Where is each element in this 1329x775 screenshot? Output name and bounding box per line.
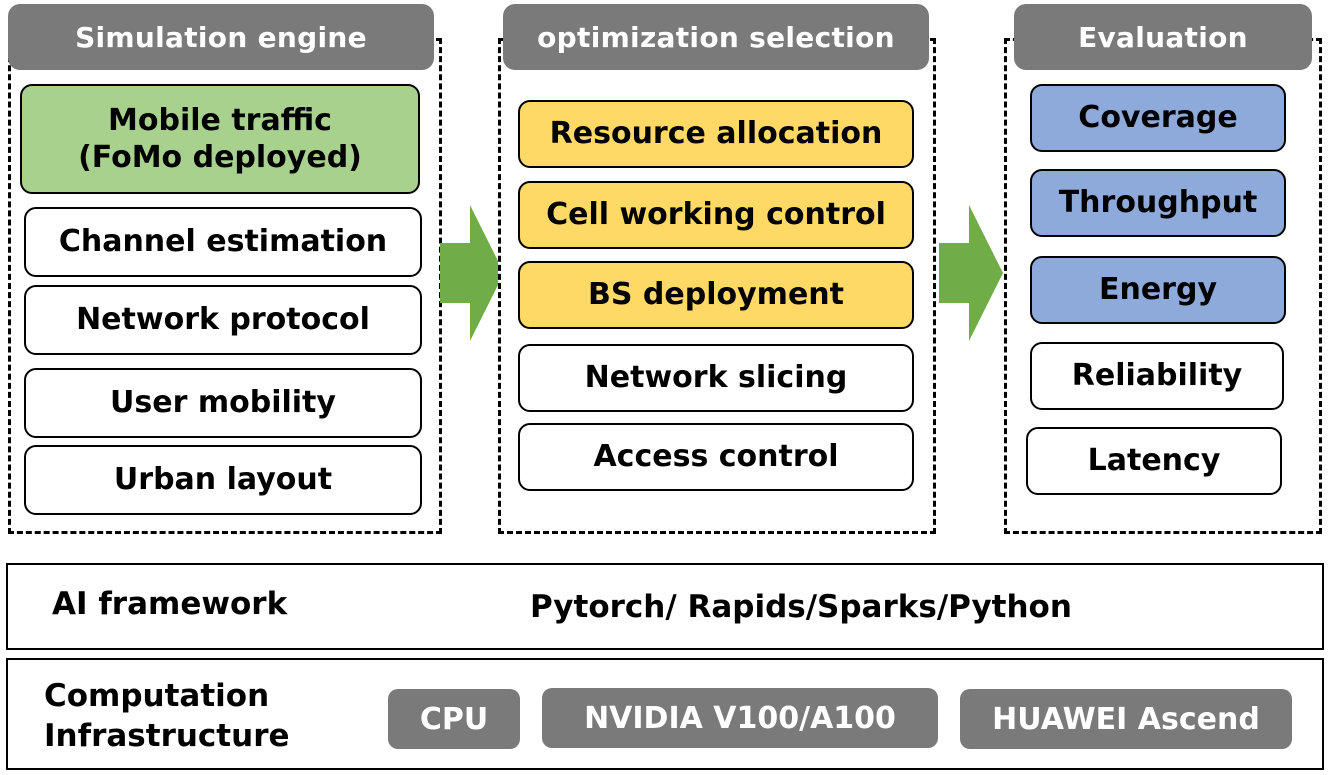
resource-allocation-box: Resource allocation — [518, 100, 914, 168]
coverage-box: Coverage — [1030, 84, 1286, 152]
user-mobility-box: User mobility — [24, 368, 422, 438]
infrastructure-label: Infrastructure — [44, 718, 290, 755]
huawei-ascend-chip: HUAWEI Ascend — [960, 689, 1292, 749]
cpu-chip: CPU — [388, 689, 520, 749]
latency-box: Latency — [1026, 427, 1282, 495]
ai-framework-band — [6, 563, 1324, 650]
mobile-traffic-label: Mobile traffic — [108, 102, 332, 138]
cell-working-control-box: Cell working control — [518, 181, 914, 249]
throughput-box: Throughput — [1030, 169, 1286, 237]
reliability-box: Reliability — [1030, 342, 1284, 410]
ai-framework-label: AI framework — [52, 586, 288, 622]
network-protocol-box: Network protocol — [24, 285, 422, 355]
fomo-deployed-label: (FoMo deployed) — [78, 140, 362, 175]
right-arrow-icon — [440, 205, 504, 341]
energy-box: Energy — [1030, 256, 1286, 324]
evaluation-header: Evaluation — [1014, 4, 1312, 70]
computation-infrastructure-label: Computation Infrastructure — [44, 676, 290, 757]
channel-estimation-box: Channel estimation — [24, 207, 422, 277]
right-arrow-icon — [939, 205, 1003, 341]
mobile-traffic-box: Mobile traffic (FoMo deployed) — [20, 84, 420, 194]
ai-framework-value: Pytorch/ Rapids/Sparks/Python — [530, 589, 1072, 625]
access-control-box: Access control — [518, 423, 914, 491]
simulation-engine-header: Simulation engine — [8, 4, 434, 70]
network-slicing-box: Network slicing — [518, 344, 914, 412]
computation-label: Computation — [44, 678, 270, 714]
nvidia-chip: NVIDIA V100/A100 — [542, 688, 938, 748]
bs-deployment-box: BS deployment — [518, 261, 914, 329]
optimization-selection-header: optimization selection — [503, 4, 929, 70]
urban-layout-box: Urban layout — [24, 445, 422, 515]
